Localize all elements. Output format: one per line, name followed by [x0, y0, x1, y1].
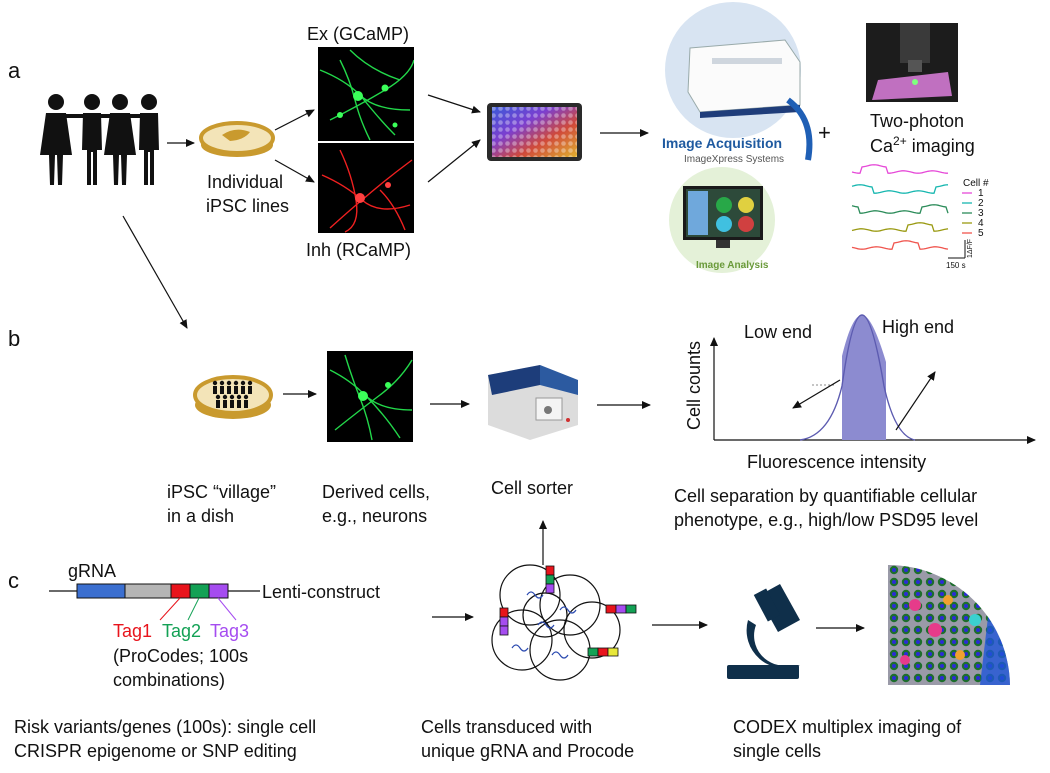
- panel-label-a: a: [8, 58, 21, 83]
- calcium-traces: [851, 164, 949, 250]
- transduced-cell-tags: [499, 565, 637, 657]
- trace-legend-label: 5: [978, 228, 984, 239]
- codex-label-1: CODEX multiplex imaging of: [733, 717, 962, 737]
- transduced-cells-cluster: [491, 564, 621, 681]
- arrow-inh-to-plate: [427, 139, 481, 183]
- codex-label-2: single cells: [733, 741, 821, 761]
- procodes-label-1: (ProCodes; 100s: [113, 646, 248, 666]
- arrow-ex-to-plate: [427, 94, 481, 114]
- ca-superscript: 2+: [893, 134, 907, 148]
- imagexpress-instrument-image: [665, 2, 813, 161]
- trace-legend-title: Cell #: [963, 178, 989, 189]
- trace-legend-label: 2: [978, 198, 984, 209]
- arrow-high-end: [895, 371, 936, 431]
- trace-cell-1: [851, 164, 948, 174]
- codex-multiplex-image: [888, 564, 1010, 685]
- rcamp-image: [318, 143, 414, 233]
- trace-legend-label: 3: [978, 208, 984, 219]
- image-analysis-monitor-image: [669, 167, 775, 273]
- lenti-construct-diagram: [49, 583, 260, 621]
- panel-label-b: b: [8, 326, 20, 351]
- imaging-text: imaging: [907, 136, 975, 156]
- trace-legend-label: 4: [978, 218, 984, 229]
- derived-cells-label-1: Derived cells,: [322, 482, 430, 502]
- imagexpress-systems-label: ImageXpress Systems: [684, 154, 784, 165]
- lenti-construct-label: Lenti-construct: [262, 582, 380, 602]
- arrow-dish-to-ex: [274, 109, 315, 131]
- procodes-label-2: combinations): [113, 670, 225, 690]
- inh-rcamp-label: Inh (RCaMP): [306, 240, 411, 260]
- plus-sign: +: [818, 120, 831, 145]
- scalebar-amp-label: 1ΔF/F: [967, 239, 974, 258]
- cell-sorter-image: [488, 365, 578, 440]
- trace-legend-label: 1: [978, 188, 984, 199]
- ipsc-lines-label-1: Individual: [207, 172, 283, 192]
- trace-cell-4: [851, 222, 949, 232]
- derived-neurons-image: [327, 351, 413, 442]
- scalebar-time-label: 150 s: [946, 261, 966, 270]
- arrow-low-end: [792, 379, 841, 409]
- transduced-label-2: unique gRNA and Procode: [421, 741, 634, 761]
- tag1-label: Tag1: [113, 621, 152, 641]
- cell-sorter-label: Cell sorter: [491, 478, 573, 498]
- high-end-label: High end: [882, 317, 954, 337]
- cell-counts-ylabel: Cell counts: [684, 341, 704, 430]
- people-icon: [40, 94, 159, 185]
- panel-label-c: c: [8, 568, 19, 593]
- village-dish-icon: [193, 375, 273, 419]
- tag1-segment: [170, 583, 191, 599]
- ipsc-lines-label-2: iPSC lines: [206, 196, 289, 216]
- gcamp-image: [318, 47, 414, 141]
- trace-cell-2: [851, 184, 949, 194]
- image-acquisition-title: Image Acquisition: [662, 135, 782, 151]
- two-photon-label-1: Two-photon: [870, 111, 964, 131]
- transduced-label-1: Cells transduced with: [421, 717, 592, 737]
- risk-variants-label-2: CRISPR epigenome or SNP editing: [14, 741, 297, 761]
- arrow-people-to-village: [122, 215, 188, 329]
- tag3-label: Tag3: [210, 621, 249, 641]
- grna-squiggles: [511, 591, 577, 659]
- image-analysis-label: Image Analysis: [696, 260, 769, 271]
- fluorescence-histogram: [710, 314, 1036, 444]
- low-end-label: Low end: [744, 322, 812, 342]
- risk-variants-label-1: Risk variants/genes (100s): single cell: [14, 717, 316, 737]
- tag2-segment: [189, 583, 210, 599]
- trace-cell-5: [851, 240, 949, 250]
- cell-separation-label-2: phenotype, e.g., high/low PSD95 level: [674, 510, 978, 530]
- two-photon-label-2: Ca2+ imaging: [870, 134, 975, 156]
- grna-label: gRNA: [68, 561, 116, 581]
- cell-separation-label-1: Cell separation by quantifiable cellular: [674, 486, 977, 506]
- trace-cell-3: [851, 204, 949, 214]
- ca-text: Ca: [870, 136, 894, 156]
- fluorescence-intensity-xlabel: Fluorescence intensity: [747, 452, 926, 472]
- well-plate-image: [487, 103, 582, 161]
- microscope-icon: [727, 584, 800, 679]
- derived-cells-label-2: e.g., neurons: [322, 506, 427, 526]
- village-label-2: in a dish: [167, 506, 234, 526]
- tag2-label: Tag2: [162, 621, 201, 641]
- petri-dish-icon: [199, 121, 275, 157]
- histogram-curve: [799, 314, 916, 441]
- histogram-middle-fill: [842, 315, 886, 440]
- two-photon-microscope-image: [866, 23, 958, 102]
- ex-gcamp-label: Ex (GCaMP): [307, 24, 409, 44]
- tag3-segment: [208, 583, 229, 599]
- village-label-1: iPSC “village”: [167, 482, 276, 502]
- arrow-dish-to-inh: [274, 159, 315, 183]
